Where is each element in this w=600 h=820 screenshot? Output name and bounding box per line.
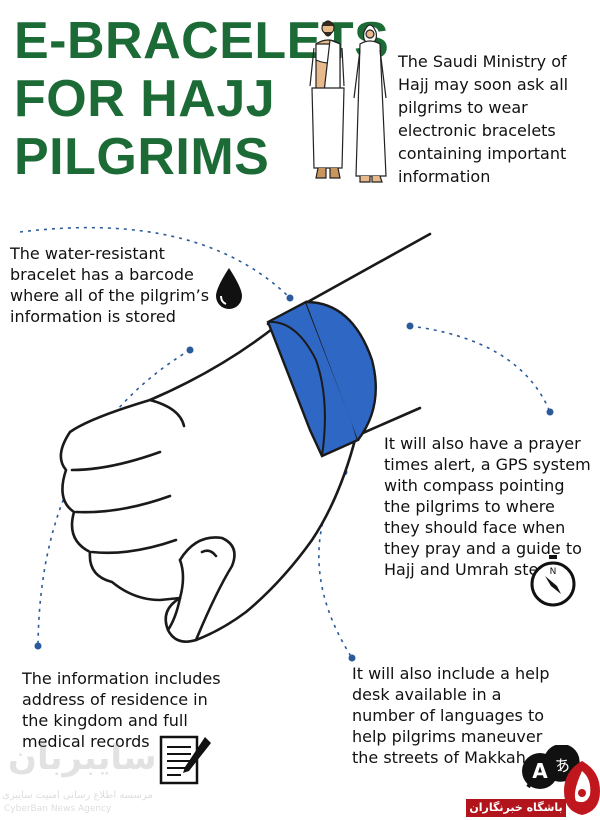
watermark-subtitle-en: CyberBan News Agency (4, 804, 112, 814)
callout-prayer-times: It will also have a prayer times alert, … (384, 434, 591, 579)
svg-text:あ: あ (554, 756, 570, 775)
connector-left (37, 349, 191, 647)
svg-text:A: A (532, 759, 548, 783)
callout-help-desk: It will also include a help desk availab… (352, 664, 550, 767)
title-line-3: PILGRIMS (14, 128, 270, 186)
watermark-band: باشگاه خبرنگاران (466, 799, 566, 817)
watermark-cyberban: سایبربان مرسسه اطلاع رسانی امنیت سایبری … (0, 738, 157, 818)
male-pilgrim-figure (309, 20, 345, 179)
callout-medical-records: The information includes address of resi… (22, 669, 221, 751)
watermark-yjc: باشگاه خبرنگاران (466, 761, 600, 820)
connector-right (409, 325, 551, 413)
title-line-2: FOR HAJJ (14, 70, 276, 128)
fist-outline (59, 324, 358, 643)
notepad-icon (159, 735, 211, 785)
yjc-logo (564, 761, 600, 815)
water-drop-icon (216, 268, 242, 309)
callout-water-resistant: The water-resistant bracelet has a barco… (10, 244, 210, 326)
bracelet (266, 300, 377, 458)
intro-text: The Saudi Ministry of Hajj may soon ask … (398, 52, 569, 186)
pilgrims-illustration (309, 20, 387, 183)
svg-text:N: N (550, 567, 557, 577)
compass-icon: N (530, 555, 576, 607)
watermark-logo-text: سایبربان (8, 738, 157, 778)
female-pilgrim-figure (353, 24, 387, 183)
watermark-subtitle: مرسسه اطلاع رسانی امنیت سایبری (2, 790, 153, 801)
